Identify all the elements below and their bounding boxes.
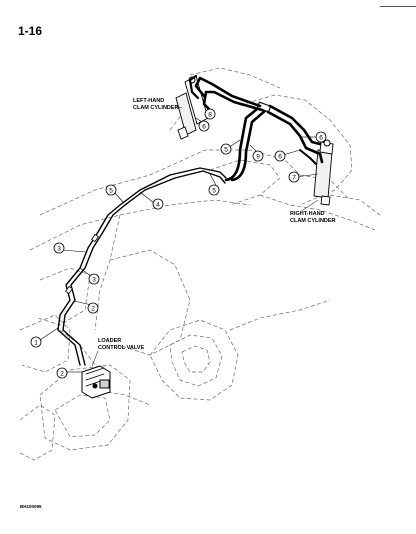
- label-leaders: [91, 105, 319, 367]
- right-hand-clam-cylinder: [313, 139, 334, 206]
- component-labels: LEFT-HAND CLAM CYLINDER RIGHT-HAND CLAM …: [98, 98, 336, 351]
- loader-valve-label-line2: CONTROL VALVE: [98, 345, 144, 351]
- svg-text:6: 6: [278, 153, 282, 160]
- svg-text:3: 3: [92, 276, 96, 283]
- right-clam-label-line1: RIGHT-HAND: [290, 211, 325, 217]
- callout-2-lower: 2: [56, 367, 68, 379]
- svg-text:4: 4: [156, 201, 160, 208]
- page-number: 1-16: [18, 24, 43, 38]
- loader-control-valve: [81, 365, 111, 399]
- callout-3-right: 3: [88, 273, 100, 285]
- svg-text:8: 8: [208, 111, 212, 118]
- svg-text:3: 3: [57, 245, 61, 252]
- machine-outline: [17, 67, 381, 461]
- header-rule: [380, 6, 416, 7]
- callout-leaders: [39, 109, 319, 373]
- callout-6-right-upper: 6: [315, 131, 327, 143]
- callout-5-left: 5: [105, 184, 117, 196]
- svg-text:6: 6: [202, 123, 206, 130]
- callout-5-center: 5: [208, 184, 220, 196]
- callout-2-upper: 2: [87, 302, 99, 314]
- callouts: 1 2 2 3 3 4 5 5 5 6 6 6 7 8 9: [30, 108, 327, 379]
- svg-text:2: 2: [60, 370, 64, 377]
- svg-text:9: 9: [256, 153, 260, 160]
- svg-text:5: 5: [224, 146, 228, 153]
- callout-6-left-lower: 6: [198, 120, 210, 132]
- left-clam-label-line2: CLAM CYLINDER: [133, 105, 179, 111]
- svg-text:5: 5: [212, 187, 216, 194]
- loader-valve-label-line1: LOADER: [98, 338, 121, 344]
- callout-3-left: 3: [53, 242, 65, 254]
- right-clam-label-line2: CLAM CYLINDER: [290, 218, 336, 224]
- svg-text:1: 1: [34, 339, 38, 346]
- left-clam-label-line1: LEFT-HAND: [133, 98, 164, 104]
- svg-text:6: 6: [319, 134, 323, 141]
- callout-7: 7: [288, 171, 300, 183]
- callout-5-right: 5: [220, 143, 232, 155]
- svg-text:5: 5: [109, 187, 113, 194]
- svg-text:2: 2: [91, 305, 95, 312]
- svg-text:7: 7: [292, 174, 296, 181]
- callout-9: 9: [252, 150, 264, 162]
- callout-4: 4: [152, 198, 164, 210]
- hydraulic-lines: [57, 74, 324, 399]
- figure-code: BH100095: [20, 504, 42, 509]
- callout-1: 1: [30, 336, 42, 348]
- callout-8: 8: [204, 108, 216, 120]
- callout-6-right-lower: 6: [274, 150, 286, 162]
